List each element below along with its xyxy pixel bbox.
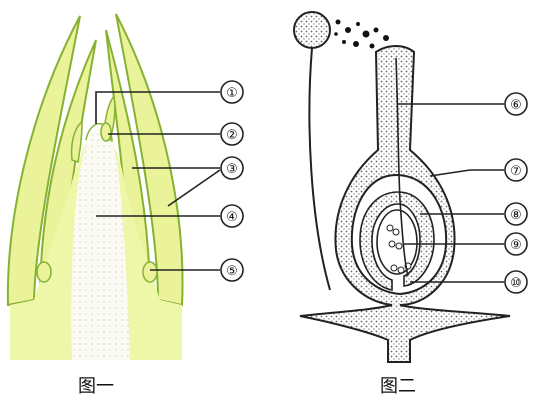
- figure-1-caption: 图一: [78, 376, 114, 397]
- label-2: ②: [226, 128, 238, 143]
- pollen-tube-outer: [309, 48, 330, 290]
- leader-7: [430, 170, 504, 176]
- label-10: ⑩: [510, 276, 522, 291]
- label-7: ⑦: [510, 164, 522, 179]
- leader-3b: [168, 170, 220, 206]
- pollen-grain: [294, 12, 330, 48]
- bud-primordium: [101, 123, 111, 141]
- label-4: ④: [226, 210, 238, 225]
- scattered-pollen: [334, 20, 389, 49]
- label-1: ①: [226, 86, 238, 101]
- label-5: ⑤: [226, 264, 238, 279]
- label-8: ⑧: [510, 208, 522, 223]
- axillary-bud-left: [37, 262, 51, 282]
- figure-1-bud: [8, 14, 183, 360]
- figure-2-labels: ⑥ ⑦ ⑧ ⑨ ⑩: [505, 93, 527, 293]
- figure-1-labels: ① ② ③ ④ ⑤: [221, 81, 243, 281]
- label-9: ⑨: [510, 238, 522, 253]
- figure-2-caption: 图二: [380, 376, 416, 397]
- figure-2-pistil: [294, 12, 510, 362]
- label-6: ⑥: [510, 98, 522, 113]
- label-3: ③: [226, 162, 238, 177]
- axillary-bud-right: [143, 262, 157, 282]
